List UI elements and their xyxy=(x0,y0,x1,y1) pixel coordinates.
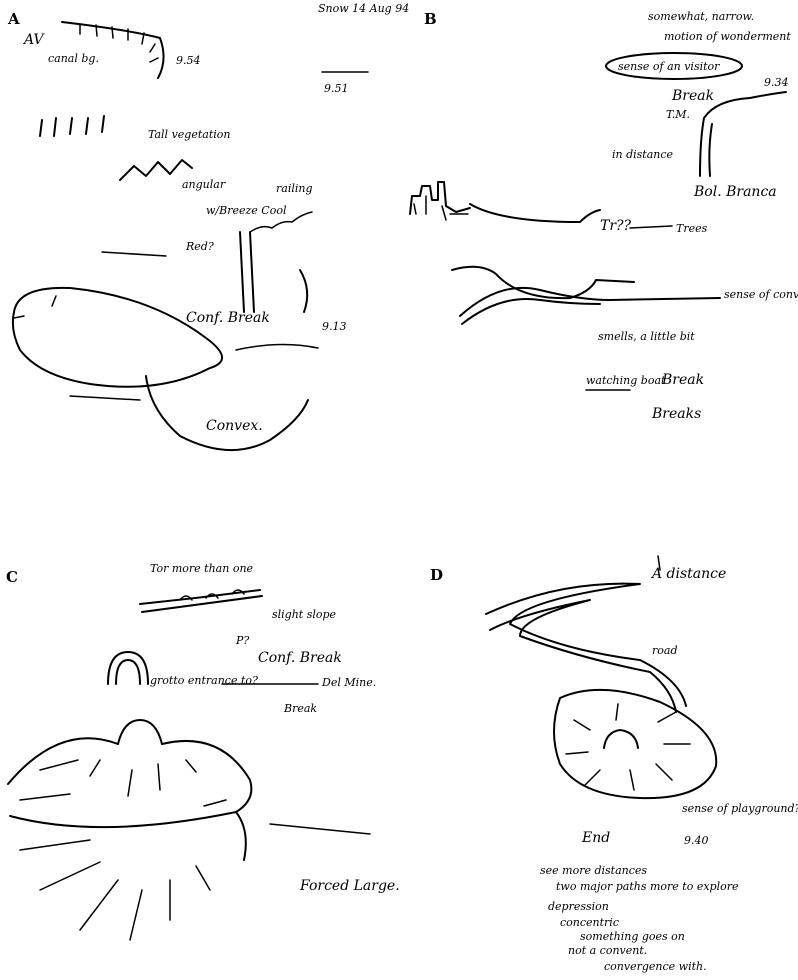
short-line xyxy=(101,251,167,257)
panel-c: C Tor more than one slight slope P? Conf… xyxy=(6,562,400,941)
skyline xyxy=(409,181,471,215)
note-circled: sense of an visitor xyxy=(618,60,720,73)
distance-mark xyxy=(657,555,661,571)
ground-curve xyxy=(9,811,247,861)
note-tall: Tall vegetation xyxy=(148,128,230,141)
note-break-1: Break xyxy=(671,88,714,104)
dome-outline xyxy=(7,737,253,813)
strike-line-2 xyxy=(141,595,263,613)
note-playground: sense of playground? xyxy=(682,802,798,815)
arch-outer xyxy=(107,651,149,685)
convergence-line-2 xyxy=(461,298,601,325)
panel-b: B somewhat, narrow. motion of wonderment… xyxy=(409,10,798,422)
note-d-line5: something goes on xyxy=(580,930,685,943)
bowl-radials xyxy=(565,703,691,791)
note-d-distance: A distance xyxy=(650,566,726,582)
oval-shape xyxy=(11,286,223,388)
dome-top xyxy=(117,719,163,745)
cliff-outline xyxy=(699,91,787,177)
arch-inner xyxy=(115,659,141,685)
circle-annotation xyxy=(605,52,743,80)
note-convex: Convex. xyxy=(206,418,263,434)
dome-radials xyxy=(19,759,227,807)
convergence-line-1 xyxy=(459,286,721,317)
bowl-outline xyxy=(553,688,718,800)
note-c-top: Tor more than one xyxy=(150,562,254,575)
note-d-line2: two major paths more to explore xyxy=(556,880,739,893)
panel-a: A Snow 14 Aug 94 AV canal bg. 9.54 9.51 … xyxy=(7,2,409,451)
note-delmine: Del Mine. xyxy=(321,676,376,689)
zigzag xyxy=(119,159,193,181)
note-canal: canal bg. xyxy=(48,52,99,65)
note-tm: T.M. xyxy=(666,108,690,121)
canal-ticks xyxy=(79,23,159,63)
note-red: Red? xyxy=(185,240,214,253)
note-p: P? xyxy=(235,634,249,647)
road-inner xyxy=(489,599,677,713)
note-time-2: 9.51 xyxy=(324,82,349,95)
note-trees: Trees xyxy=(676,222,708,235)
note-b-top1: somewhat, narrow. xyxy=(648,10,754,23)
note-grotto: grotto entrance to? xyxy=(150,674,258,687)
panel-label-d: D xyxy=(430,566,443,584)
note-end: End xyxy=(581,830,610,846)
horizon-line-a xyxy=(235,343,319,351)
note-conf-break-c: Conf. Break xyxy=(258,650,342,666)
note-time-3: 9.13 xyxy=(322,320,347,333)
slope-bumps xyxy=(179,589,245,601)
panel-label-c: C xyxy=(6,568,18,586)
note-d-line1: see more distances xyxy=(540,864,647,877)
shore-line xyxy=(469,203,601,223)
note-forced: Forced Large. xyxy=(299,878,400,894)
note-slope: slight slope xyxy=(272,608,337,621)
skyline-details xyxy=(413,195,469,221)
note-c-break: Break xyxy=(283,702,317,715)
note-bol: Bol. Branca xyxy=(693,184,777,200)
note-d-time: 9.40 xyxy=(684,834,709,847)
note-d-line6: not a convent. xyxy=(568,944,647,957)
note-date: Snow 14 Aug 94 xyxy=(318,2,409,15)
trees-pointer xyxy=(629,225,673,229)
note-wind: Tr?? xyxy=(600,218,632,234)
note-watching: watching boat xyxy=(586,374,666,387)
ground-radials xyxy=(19,823,371,941)
note-time-1: 9.54 xyxy=(176,54,201,67)
note-d-line4: concentric xyxy=(560,916,619,929)
railing-scribble xyxy=(249,211,313,233)
tower-lines xyxy=(239,231,255,313)
note-d-line3: depression xyxy=(548,900,609,913)
panel-label-b: B xyxy=(424,10,437,28)
note-smells: smells, a little bit xyxy=(598,330,695,343)
oval-ticks xyxy=(13,295,57,319)
panel-label-a: A xyxy=(7,10,20,28)
note-break-3: Breaks xyxy=(651,406,701,422)
note-b-time: 9.34 xyxy=(764,76,789,89)
note-railing: railing xyxy=(276,182,313,195)
note-angular: angular xyxy=(182,178,226,191)
strike-line-1 xyxy=(139,589,261,605)
dash-line xyxy=(69,395,141,401)
vegetation-strokes xyxy=(39,115,105,137)
hill-outline xyxy=(451,265,635,300)
note-d-line7: convergence with. xyxy=(604,960,707,973)
note-av: AV xyxy=(22,32,45,48)
note-road: road xyxy=(652,644,677,657)
note-conf-break-a: Conf. Break xyxy=(186,310,270,326)
note-convergence: sense of convergence xyxy=(724,288,798,301)
note-distance: in distance xyxy=(612,148,674,161)
bowl-center xyxy=(603,729,639,749)
right-arc xyxy=(299,269,309,313)
note-b-top2: motion of wonderment xyxy=(664,30,791,43)
panel-d: D A distance road sense of playground? E… xyxy=(430,555,798,973)
note-break-2: Break xyxy=(661,372,704,388)
cliff-inner xyxy=(708,123,713,177)
note-cool: w/Breeze Cool xyxy=(206,204,287,217)
convex-curve xyxy=(145,375,309,451)
